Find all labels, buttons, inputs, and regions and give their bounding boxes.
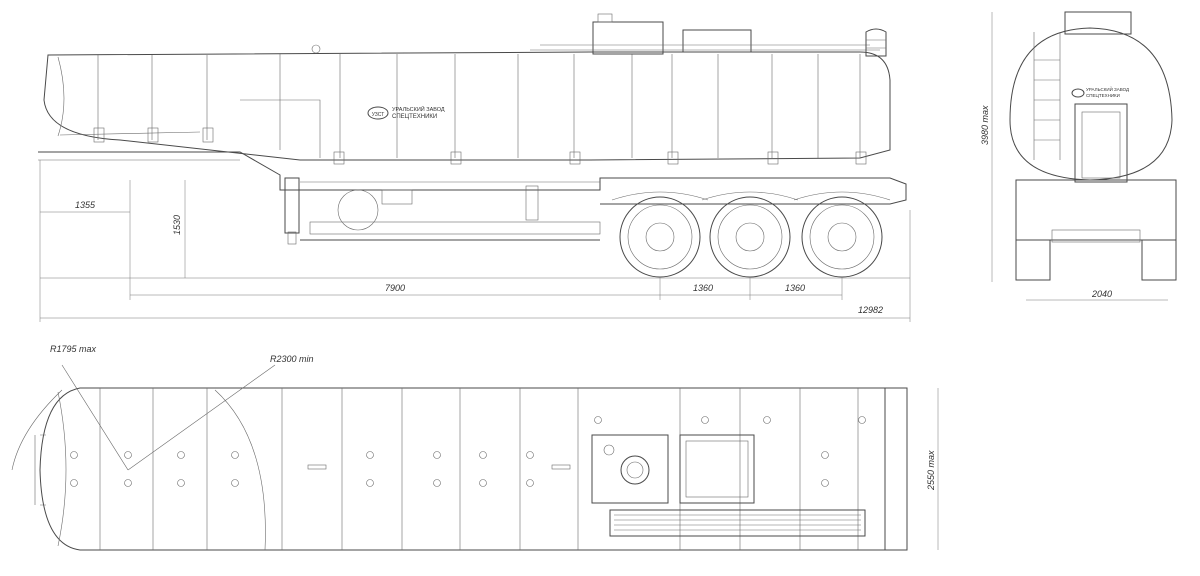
top-dimensions: 2550 max R1795 max R2300 min — [50, 344, 939, 550]
dim-overall-length: 12982 — [858, 305, 883, 315]
top-manhole — [591, 434, 755, 504]
logo-mark: УЗСТ — [372, 112, 385, 118]
wheels — [611, 191, 891, 278]
dim-coupling-height: 1530 — [172, 215, 182, 235]
rear-logo: УРАЛЬСКИЙ ЗАВОД СПЕЦТЕХНИКИ — [1071, 85, 1129, 98]
rear-logo-line1: УРАЛЬСКИЙ ЗАВОД — [1086, 85, 1129, 92]
logo-line1: УРАЛЬСКИЙ ЗАВОД — [392, 105, 445, 113]
dim-axle-spacing-2: 1360 — [785, 283, 805, 293]
dim-axle-spacing-1: 1360 — [693, 283, 713, 293]
top-walkway — [609, 509, 866, 537]
tank-bands — [97, 54, 861, 158]
rear-view: УРАЛЬСКИЙ ЗАВОД СПЕЦТЕХНИКИ 3980 max 204… — [980, 11, 1177, 301]
dim-front-swing-radius: R1795 max — [50, 344, 97, 354]
rear-dimensions: 3980 max 2040 — [980, 12, 1168, 301]
logo-line2: СПЕЦТЕХНИКИ — [392, 114, 437, 120]
dim-turning-radius: R2300 min — [270, 354, 314, 364]
top-bolts — [70, 416, 866, 487]
top-tank-outline — [39, 387, 886, 551]
dim-kingpin-axle: 7900 — [385, 283, 405, 293]
dim-overall-height: 3980 max — [980, 105, 990, 145]
top-view: 2550 max R1795 max R2300 min — [11, 344, 939, 551]
dim-track-width: 2040 — [1091, 289, 1112, 299]
dim-front-overhang: 1355 — [75, 200, 96, 210]
rear-logo-line2: СПЕЦТЕХНИКИ — [1086, 93, 1120, 98]
manufacturer-logo: УЗСТ УРАЛЬСКИЙ ЗАВОД СПЕЦТЕХНИКИ — [367, 105, 445, 120]
manhole-walkway — [311, 13, 887, 57]
top-bands — [99, 388, 859, 550]
rear-tank-outline — [1009, 27, 1173, 181]
landing-gear — [284, 177, 300, 245]
side-view: УЗСТ УРАЛЬСКИЙ ЗАВОД СПЕЦТЕХНИКИ — [38, 13, 911, 322]
strap-clamps — [93, 127, 867, 165]
dim-overall-width: 2550 max — [926, 450, 936, 491]
chassis-frame — [38, 151, 907, 205]
tank-body — [43, 51, 891, 161]
rear-ladder — [1033, 32, 1061, 160]
side-dimensions: 1355 1530 7900 1360 1360 12982 — [39, 160, 911, 322]
